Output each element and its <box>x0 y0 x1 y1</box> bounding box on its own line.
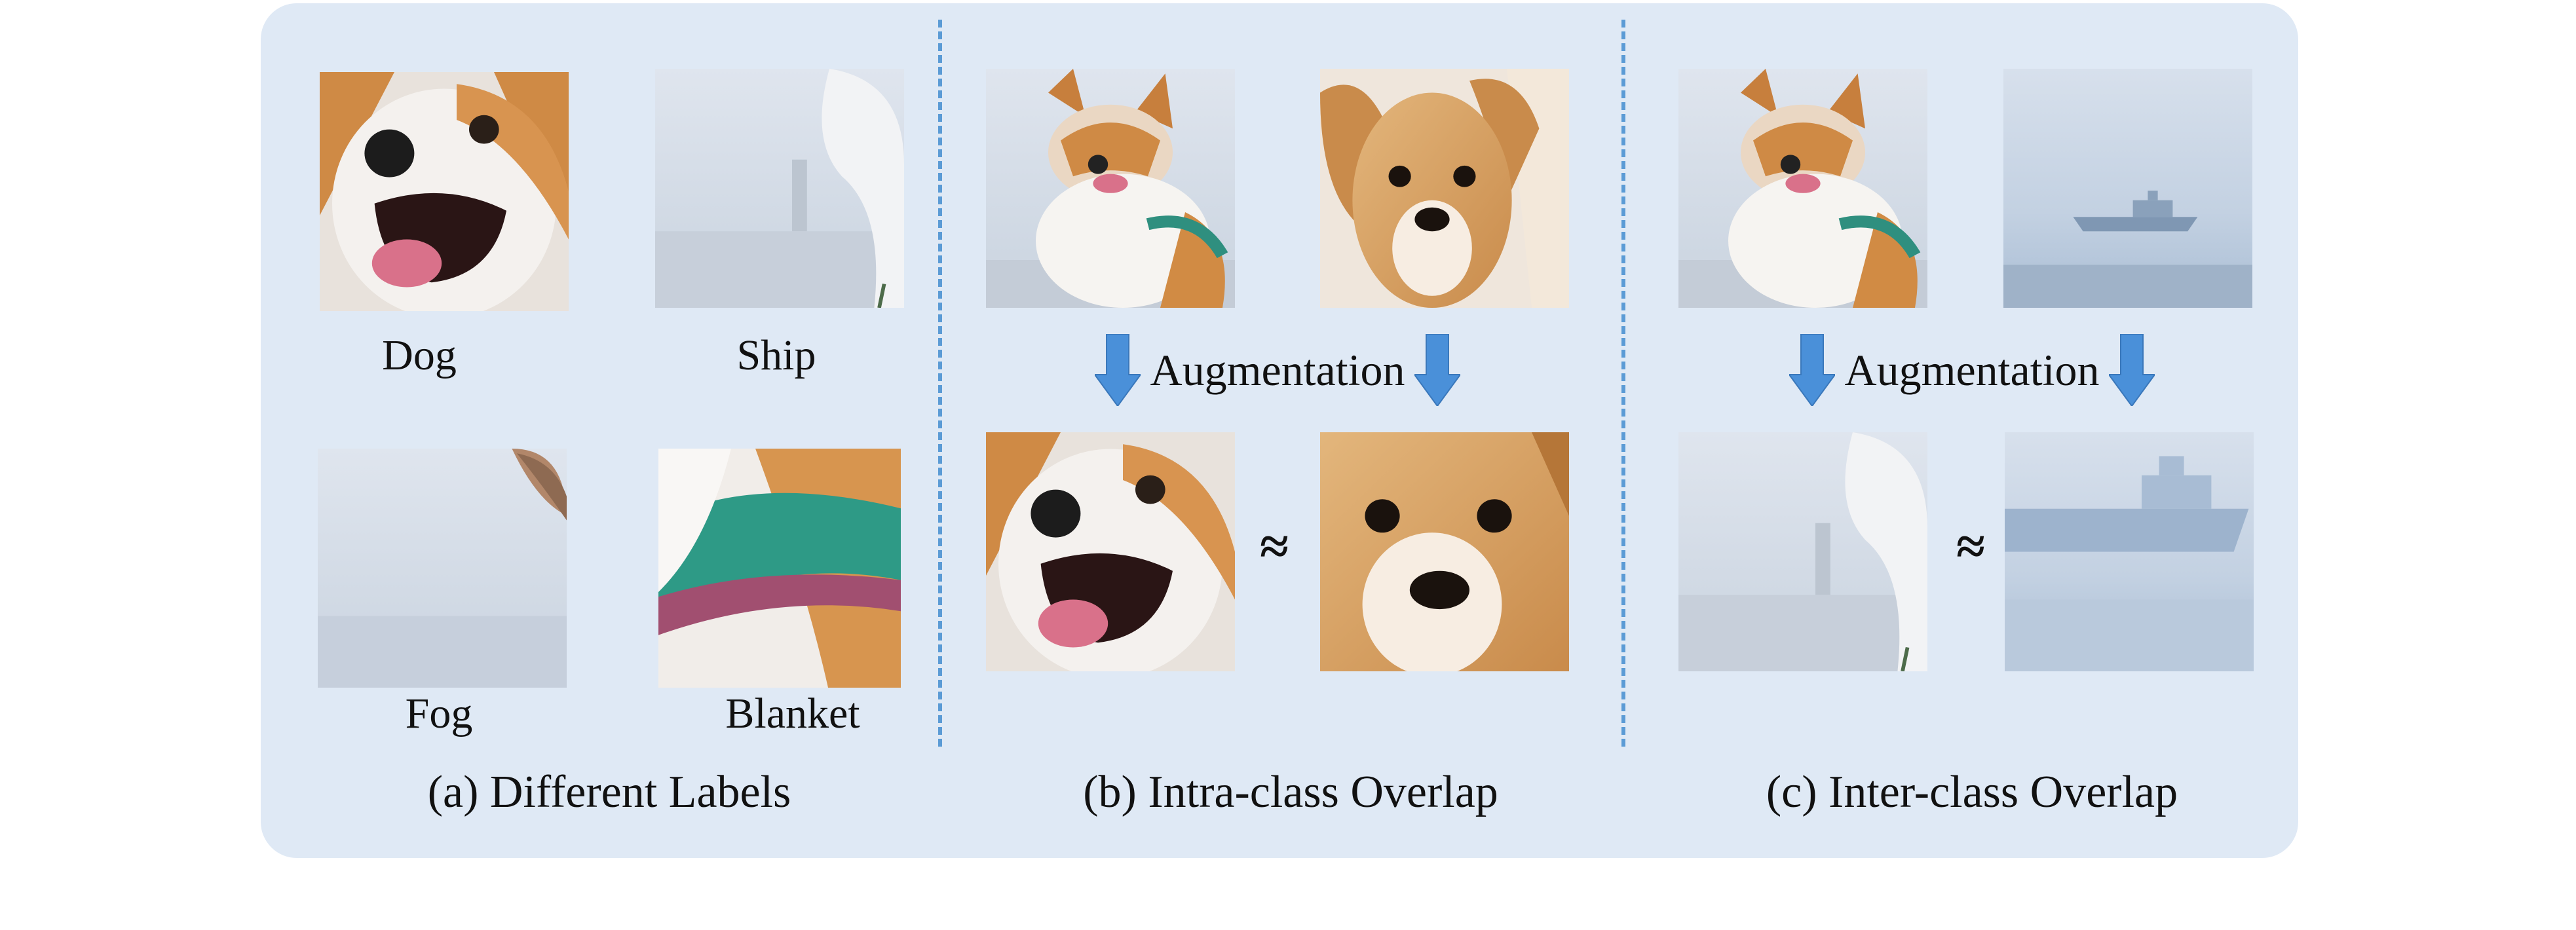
caption-c: (c) Inter-class Overlap <box>1766 767 2178 817</box>
image-ship-foggy-crop <box>1678 432 1927 671</box>
image-blanket-crop <box>658 449 901 688</box>
augmentation-label: Augmentation <box>1150 344 1405 395</box>
image-puppy-augmented <box>1320 432 1569 671</box>
image-corgi-c <box>1678 69 1927 308</box>
down-arrow-icon <box>2108 334 2155 406</box>
approx-symbol: ≈ <box>1260 518 1289 576</box>
image-corgi <box>986 69 1235 308</box>
down-arrow-icon <box>1414 334 1460 406</box>
divider-right <box>1621 20 1625 747</box>
image-ship-augmented <box>2005 432 2254 671</box>
approx-symbol: ≈ <box>1956 518 1985 576</box>
down-arrow-icon <box>1789 334 1836 406</box>
divider-left <box>938 20 942 747</box>
label-blanket: Blanket <box>725 690 860 737</box>
down-arrow-icon <box>1095 334 1141 406</box>
label-fog: Fog <box>405 690 473 737</box>
image-dog-face <box>320 72 569 311</box>
caption-b: (b) Intra-class Overlap <box>1083 767 1498 817</box>
image-ship-crop <box>655 69 904 308</box>
figure-panel <box>261 3 2298 858</box>
augmentation-label: Augmentation <box>1844 344 2100 395</box>
image-fog-crop <box>318 449 567 688</box>
image-puppy <box>1320 69 1569 308</box>
augmentation-row-b: Augmentation <box>1074 331 1481 409</box>
image-ship <box>2003 69 2252 308</box>
caption-a: (a) Different Labels <box>427 767 791 817</box>
image-corgi-augmented <box>986 432 1235 671</box>
label-dog: Dog <box>382 331 457 379</box>
augmentation-row-c: Augmentation <box>1769 331 2175 409</box>
label-ship: Ship <box>736 331 816 379</box>
